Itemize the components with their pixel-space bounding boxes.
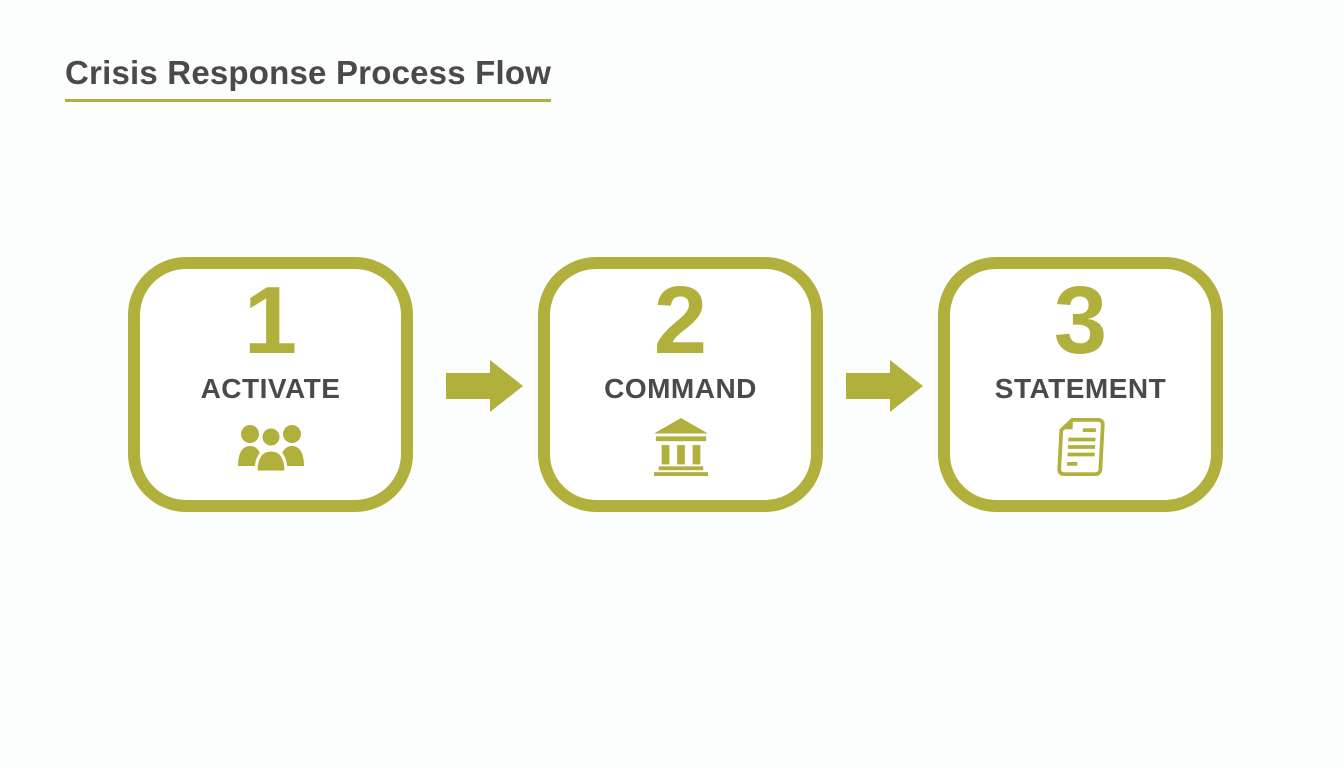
arrow-right-icon: [446, 359, 524, 413]
bank-icon: [652, 418, 710, 476]
step-number: 3: [1053, 267, 1108, 374]
step-box-activate: 1 ACTIVATE: [128, 257, 413, 512]
step-box-statement: 3 STATEMENT: [938, 257, 1223, 512]
group-icon: [237, 418, 304, 476]
step-number: 2: [653, 267, 708, 374]
step-label: COMMAND: [604, 373, 757, 404]
step-label: STATEMENT: [994, 373, 1167, 404]
title-block: Crisis Response Process Flow: [65, 54, 552, 102]
step-box-command: 2 COMMAND: [538, 257, 823, 512]
arrow-right-icon: [846, 359, 924, 413]
document-icon: [1056, 418, 1106, 476]
page-title: Crisis Response Process Flow: [65, 54, 552, 102]
step-number: 1: [243, 267, 298, 374]
step-label: ACTIVATE: [200, 373, 341, 404]
